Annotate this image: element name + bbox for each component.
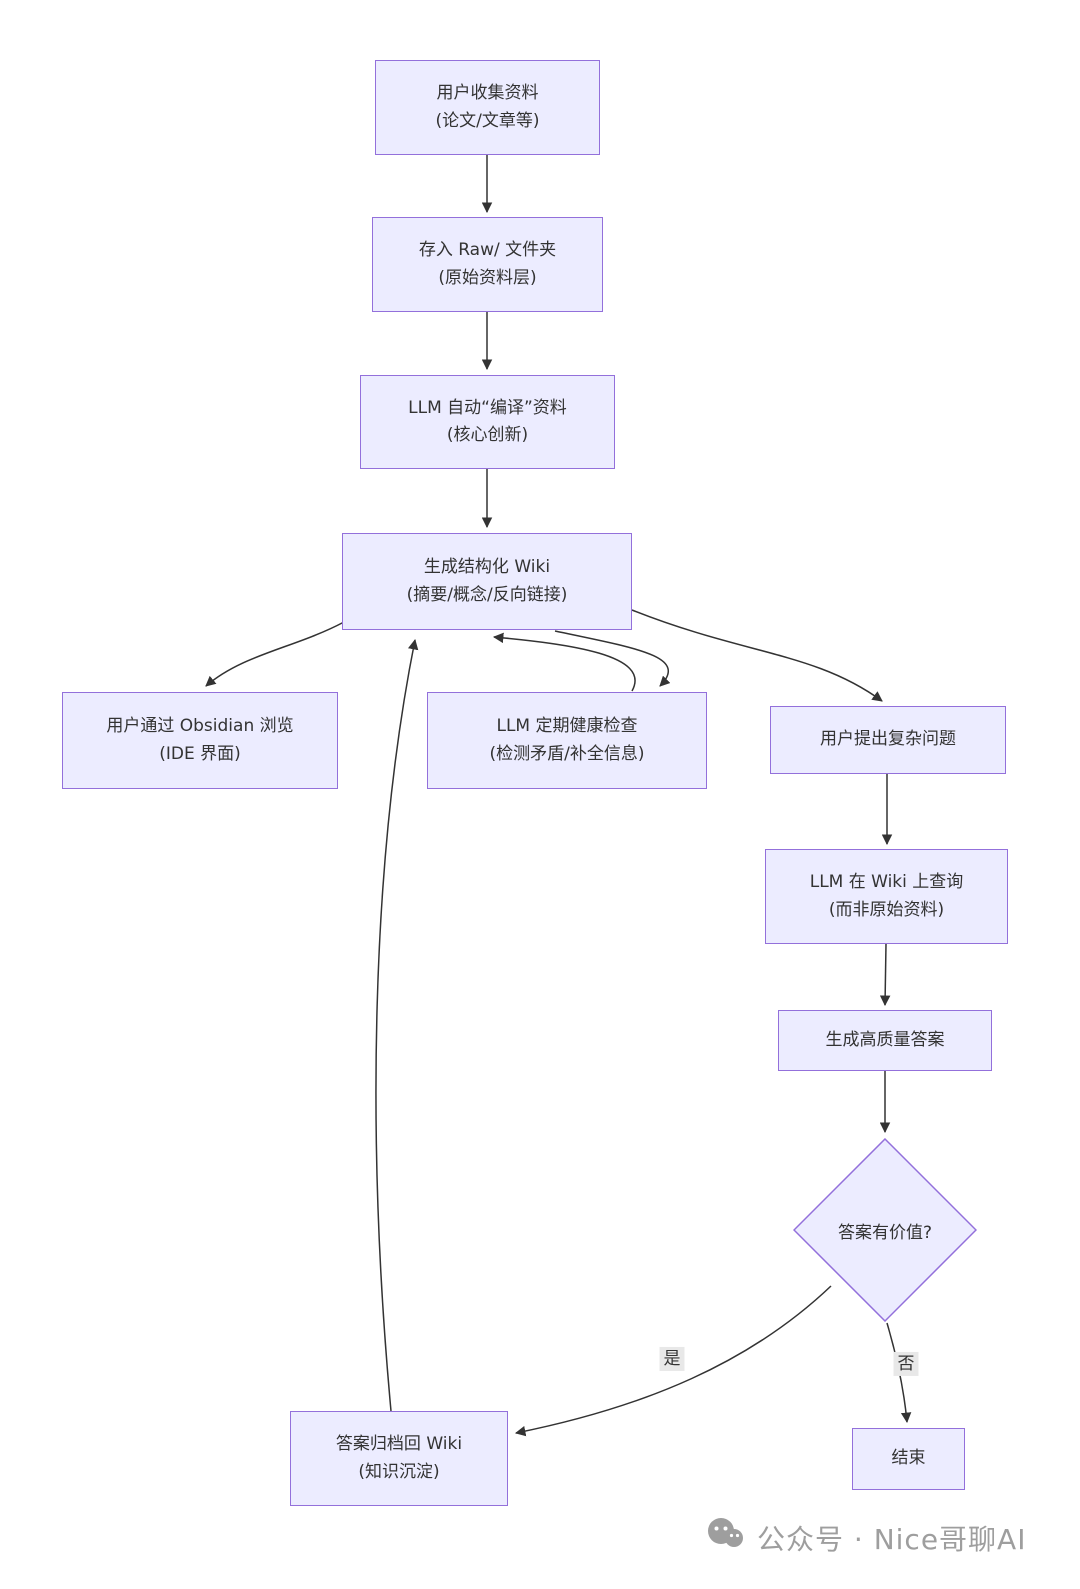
node-obsidian: 用户通过 Obsidian 浏览 (IDE 界面) bbox=[62, 692, 338, 789]
node-compile-line2: (核心创新) bbox=[446, 425, 529, 445]
edge-health-to-wiki bbox=[492, 632, 636, 692]
node-end: 结束 bbox=[852, 1428, 965, 1490]
node-raw: 存入 Raw/ 文件夹 (原始资料层) bbox=[372, 217, 603, 312]
edge-label-yes: 是 bbox=[659, 1346, 685, 1372]
node-question: 用户提出复杂问题 bbox=[770, 706, 1006, 774]
edge-decision-to-archive bbox=[514, 1285, 832, 1437]
node-answer: 生成高质量答案 bbox=[778, 1010, 992, 1071]
node-obsidian-line1: 用户通过 Obsidian 浏览 bbox=[106, 716, 294, 737]
edge-wiki-to-obsidian bbox=[205, 621, 345, 687]
node-question-line1: 用户提出复杂问题 bbox=[820, 729, 956, 750]
node-archive-line2: (知识沉淀) bbox=[358, 1461, 440, 1482]
node-wiki-line1: 生成结构化 Wiki bbox=[423, 557, 551, 578]
watermark: 公众号 · Nice哥聊AI bbox=[705, 1514, 1026, 1561]
node-health-line2: (检测矛盾/补全信息) bbox=[489, 743, 645, 764]
node-compile: LLM 自动“编译”资料 (核心创新) bbox=[360, 375, 615, 469]
node-compile-line1: LLM 自动“编译”资料 bbox=[408, 397, 567, 418]
edge-label-no: 否 bbox=[893, 1351, 919, 1377]
node-raw-line2: (原始资料层) bbox=[438, 267, 537, 288]
node-collect-line2: (论文/文章等) bbox=[435, 110, 540, 131]
node-answer-line1: 生成高质量答案 bbox=[825, 1029, 945, 1050]
node-archive: 答案归档回 Wiki (知识沉淀) bbox=[290, 1411, 508, 1506]
node-raw-line1: 存入 Raw/ 文件夹 bbox=[418, 240, 557, 261]
edge-wiki-to-question bbox=[631, 609, 883, 702]
node-query: LLM 在 Wiki 上查询 (而非原始资料) bbox=[765, 849, 1008, 944]
edge-archive-to-wiki bbox=[375, 638, 419, 1412]
edge-wiki-to-health bbox=[554, 630, 671, 687]
node-wiki: 生成结构化 Wiki (摘要/概念/反向链接) bbox=[342, 533, 632, 630]
wechat-icon bbox=[705, 1514, 745, 1561]
node-decision: 答案有价值? bbox=[793, 1138, 977, 1322]
node-collect: 用户收集资料 (论文/文章等) bbox=[375, 60, 600, 155]
node-health: LLM 定期健康检查 (检测矛盾/补全信息) bbox=[427, 692, 707, 789]
node-health-line1: LLM 定期健康检查 bbox=[496, 716, 638, 737]
node-obsidian-line2: (IDE 界面) bbox=[159, 743, 241, 764]
watermark-text: 公众号 · Nice哥聊AI bbox=[757, 1522, 1027, 1556]
node-end-line1: 结束 bbox=[891, 1448, 926, 1469]
node-decision-label: 答案有价值? bbox=[837, 1222, 933, 1243]
edge-query-to-answer bbox=[879, 943, 891, 1007]
node-wiki-line2: (摘要/概念/反向链接) bbox=[406, 584, 568, 605]
decision-diamond-shape bbox=[793, 1138, 977, 1322]
node-archive-line1: 答案归档回 Wiki bbox=[335, 1434, 463, 1455]
node-collect-line1: 用户收集资料 bbox=[436, 83, 539, 104]
node-query-line1: LLM 在 Wiki 上查询 bbox=[809, 872, 964, 893]
node-query-line2: (而非原始资料) bbox=[828, 899, 945, 920]
